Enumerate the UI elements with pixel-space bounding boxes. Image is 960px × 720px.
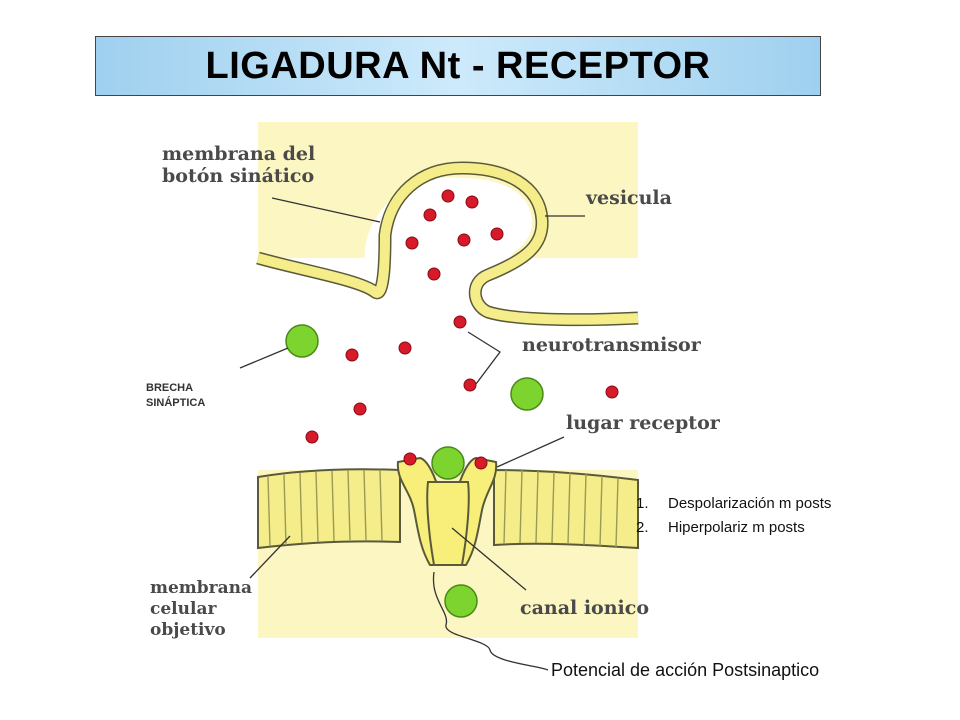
label-membrana-boton: membrana del botón sinático [162, 143, 315, 187]
agonist-molecule [285, 324, 319, 358]
results-list: 1. Despolarización m posts 2. Hiperpolariz… [636, 492, 831, 540]
agonists [285, 324, 544, 618]
neurotransmitter [490, 227, 504, 241]
neurotransmitter [345, 348, 359, 362]
membrane-stripe [267, 476, 271, 547]
label-neurotransmisor: neurotransmisor [522, 334, 701, 356]
title-box: LIGADURA Nt - RECEPTOR [95, 36, 821, 96]
leader-membrana-celular [249, 535, 291, 579]
results-item-text: Hiperpolariz m posts [668, 519, 805, 536]
label-brecha-sinaptica: BRECHA SINÁPTICA [136, 379, 278, 415]
synaptic-cleft [258, 258, 638, 470]
agonist-molecule [431, 446, 465, 480]
membrane-stripe [567, 471, 571, 545]
membrane-stripe [283, 474, 287, 546]
label-vesicula: vesicula [586, 187, 672, 209]
label-potencial-accion: Potencial de acción Postsinaptico [551, 660, 820, 680]
leader-green-molecule [239, 347, 289, 369]
postsynaptic-membrane-shape [257, 468, 401, 550]
neurotransmitter [453, 315, 467, 329]
leader-lugar-receptor [496, 436, 565, 468]
label-canal-ionico: canal ionico [520, 597, 650, 619]
membrane-stripe [331, 470, 335, 542]
membrane-stripe [315, 471, 319, 543]
membrane-stripe [551, 471, 555, 544]
neurotransmitter [427, 267, 441, 281]
membrane-stripe [363, 469, 367, 541]
neurotransmitter [423, 208, 437, 222]
leader-membrana-boton [271, 197, 381, 223]
leader-neurotransmisor [467, 331, 501, 385]
neurotransmitter [463, 378, 477, 392]
brecha-line2: SINÁPTICA [146, 397, 206, 409]
label-membrana-celular-line3: objetivo [150, 620, 226, 640]
membrane-stripe [503, 469, 507, 545]
presynaptic-membrane-fill [256, 162, 639, 325]
ion-channel-center [426, 481, 470, 566]
results-item-number: 1. [636, 495, 649, 512]
label-membrana-celular-line2: celular [150, 599, 217, 619]
membrane-stripe [583, 473, 587, 546]
results-item-number: 2. [636, 519, 649, 536]
agonist-molecule [444, 584, 478, 618]
results-item: 1. Despolarización m posts [636, 492, 831, 516]
neurotransmitter [465, 195, 479, 209]
neurotransmitter [305, 430, 319, 444]
postsynaptic-membrane [257, 468, 639, 550]
neurotransmitters [305, 189, 619, 470]
membrane-stripe [535, 470, 539, 544]
membrane-stripe [599, 475, 603, 547]
results-item-text: Despolarización m posts [668, 495, 832, 512]
label-membrana-celular-line1: membrana [150, 578, 253, 598]
label-membrana-boton-line1: membrana del [162, 143, 316, 165]
brace-potencial [432, 571, 549, 671]
neurotransmitter [605, 385, 619, 399]
agonist-molecule [510, 377, 544, 411]
neurotransmitter [403, 452, 417, 466]
membrane-stripe [347, 469, 351, 541]
neurotransmitter [398, 341, 412, 355]
membrane-stripe [615, 477, 619, 548]
membrane-stripe [299, 472, 303, 544]
leader-canal-ionico [451, 527, 527, 591]
membrane-stripe [379, 469, 383, 542]
neurotransmitter [405, 236, 419, 250]
neurotransmitter [474, 456, 488, 470]
results-item: 2. Hiperpolariz m posts [636, 516, 831, 540]
page-title: LIGADURA Nt - RECEPTOR [205, 44, 711, 87]
neurotransmitter [441, 189, 455, 203]
membrane-stripe [519, 469, 523, 544]
label-lugar-receptor: lugar receptor [566, 412, 720, 434]
label-membrana-boton-line2: botón sinático [162, 165, 315, 187]
brecha-line1: BRECHA [146, 382, 194, 394]
neurotransmitter [353, 402, 367, 416]
label-membrana-celular: membrana celular objetivo [150, 578, 252, 641]
neurotransmitter [457, 233, 471, 247]
